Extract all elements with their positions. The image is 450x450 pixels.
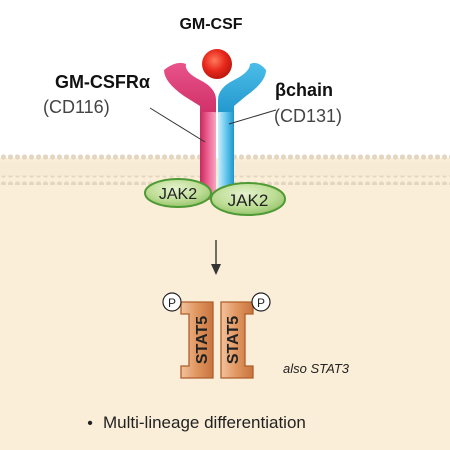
alpha-leader-line — [149, 107, 206, 143]
gm-csf-ligand — [202, 49, 232, 79]
stat-note: also STAT3 — [283, 361, 350, 376]
receptor-beta-chain — [218, 62, 266, 200]
phospho-circle-right — [251, 292, 271, 312]
ligand-label: GM-CSF — [179, 16, 242, 33]
stat-dimer: STAT5 STAT5 P P — [162, 292, 271, 379]
receptor-beta-name: βchain — [275, 80, 333, 100]
receptor-alpha-alias: (CD116) — [43, 97, 110, 117]
phospho-label-left: P — [168, 296, 176, 310]
jak2-kinase-left: JAK2 — [144, 178, 212, 208]
jak2-label-right: JAK2 — [228, 191, 269, 210]
receptor-alpha-name: GM-CSFRα — [55, 72, 150, 92]
outcome-text: Multi-lineage differentiation — [103, 413, 306, 432]
signal-arrow — [211, 240, 221, 275]
jak2-kinase-right: JAK2 — [210, 182, 286, 216]
stat5-label-left: STAT5 — [194, 316, 211, 364]
stat5-label-right: STAT5 — [225, 316, 242, 364]
outcome-bullet: • — [87, 415, 93, 432]
phospho-label-right: P — [257, 296, 265, 310]
phospho-circle-left — [162, 292, 182, 312]
stat5-left-shape — [180, 301, 214, 379]
beta-leader-line — [228, 109, 277, 125]
receptor-alpha-chain — [164, 62, 216, 200]
receptor-beta-alias: (CD131) — [274, 106, 342, 126]
jak2-label-left: JAK2 — [159, 186, 197, 203]
